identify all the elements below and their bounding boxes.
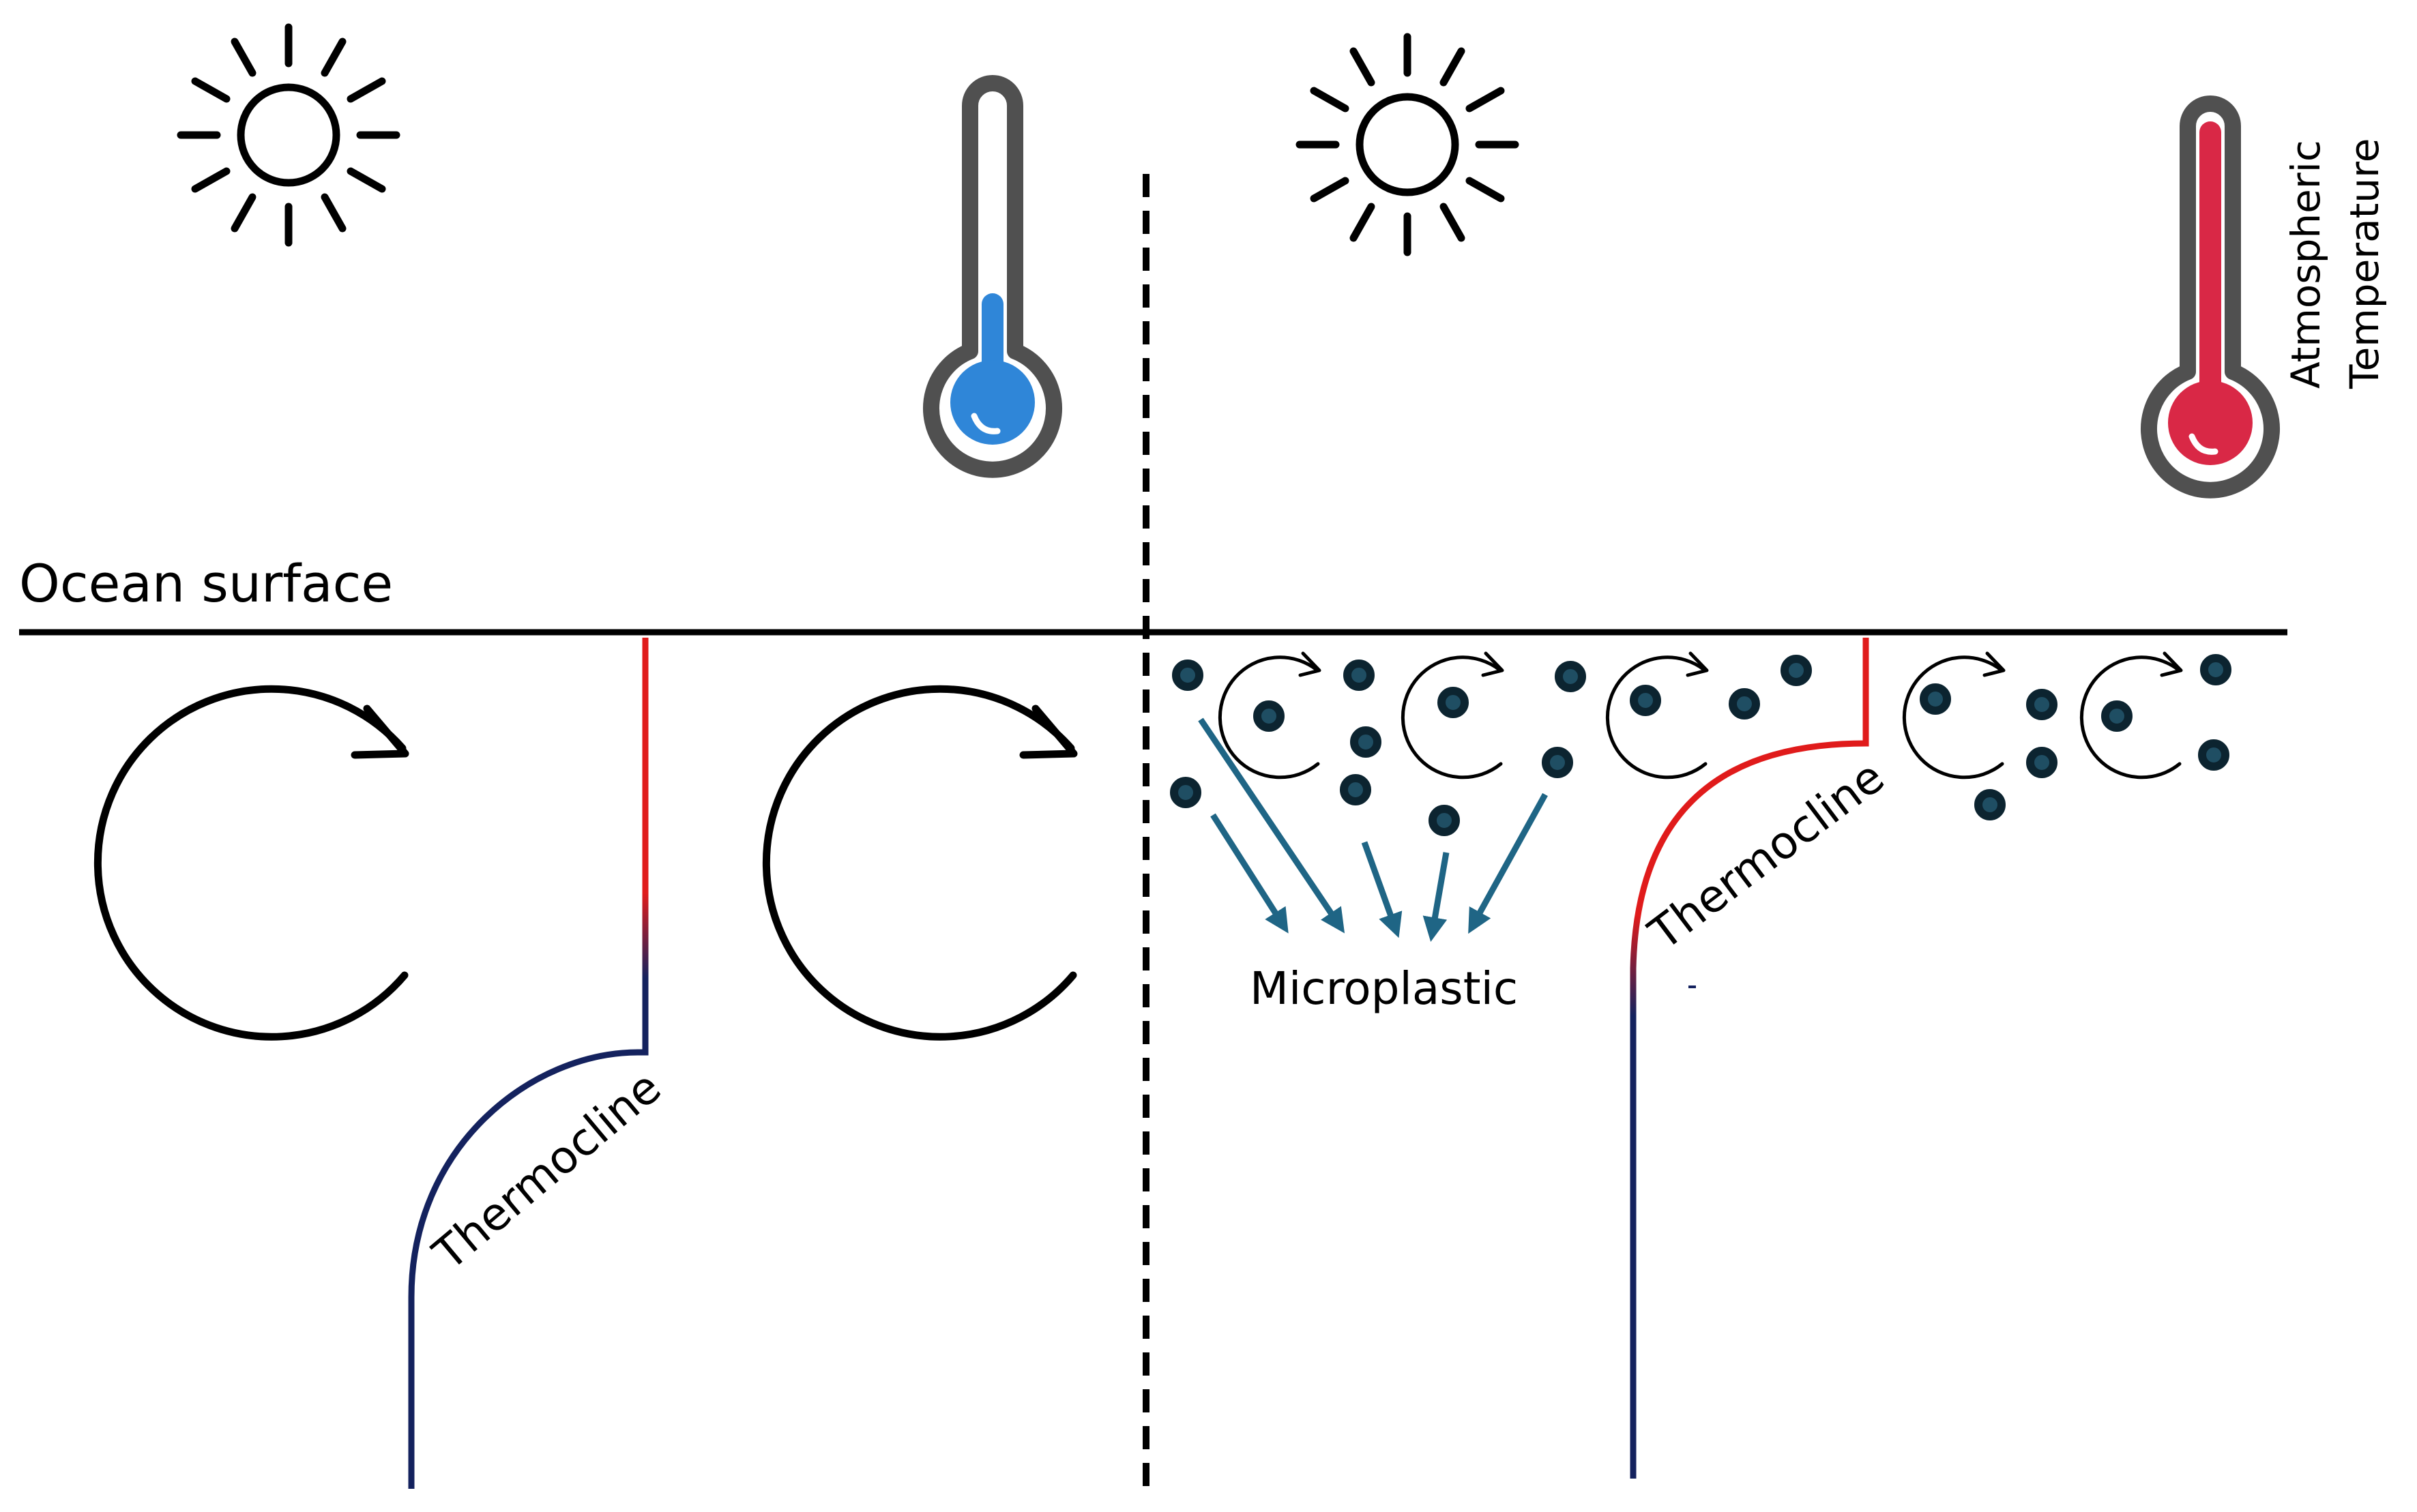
microplastic-particle	[1781, 655, 1812, 686]
small-circulation-arrows	[1218, 651, 2183, 780]
thermocline-label-right: Thermocline	[1639, 750, 1894, 960]
microplastic-particle	[1920, 683, 1951, 715]
microplastic-particle	[1437, 687, 1469, 718]
atmospheric-label-line2: Temperature	[2341, 138, 2388, 389]
atmospheric-label-line1: Atmospheric	[2283, 140, 2329, 389]
circulation-arrow-icon	[762, 685, 1078, 1041]
microplastic-particle	[1170, 777, 1201, 808]
microplastic-particle	[1350, 726, 1381, 758]
microplastic-particle	[1429, 805, 1460, 836]
microplastic-particle	[1343, 659, 1375, 691]
microplastic-particle	[1542, 747, 1573, 778]
microplastic-particles	[1170, 654, 2231, 836]
sinking-arrow	[1210, 813, 1289, 934]
cold-thermometer-icon	[923, 75, 1062, 478]
microplastic-particle	[1630, 685, 1661, 716]
microplastic-particle	[2200, 654, 2231, 685]
circulation-arrow-icon	[1902, 651, 2006, 780]
sinking-arrow	[1198, 717, 1345, 934]
microplastic-particle	[1340, 774, 1371, 805]
microplastic-particle	[2101, 700, 2133, 732]
ocean-surface-label: Ocean surface	[19, 553, 393, 614]
microplastic-particle	[2026, 747, 2057, 778]
circulation-arrow-icon	[1401, 651, 1504, 780]
atmospheric-temperature-label: Atmospheric Temperature	[2283, 138, 2388, 389]
sinking-arrows	[1198, 717, 1548, 942]
microplastic-particle	[1172, 659, 1203, 691]
sinking-arrow	[1422, 852, 1450, 942]
sinking-arrow	[1468, 792, 1548, 934]
microplastic-particle	[1253, 700, 1285, 732]
sinking-arrow	[1361, 841, 1403, 938]
microplastic-particle	[1555, 661, 1586, 692]
circulation-arrow-icon	[1218, 651, 1321, 780]
thermocline-curve-left	[408, 638, 649, 1489]
circulation-arrow-icon	[1605, 651, 1709, 780]
microplastic-particle	[2198, 739, 2229, 771]
microplastic-particle	[1974, 789, 2006, 820]
hot-thermometer-icon	[2141, 95, 2280, 499]
sun-icon	[1295, 33, 1519, 256]
circulation-arrow-icon	[2079, 651, 2183, 780]
microplastic-label: Microplastic	[1250, 962, 1518, 1015]
circulation-arrow-icon	[93, 685, 409, 1041]
thermocline-label-left: Thermocline	[423, 1061, 671, 1281]
microplastic-particle	[2026, 689, 2057, 720]
thermocline-curve-right	[1630, 638, 1869, 1479]
microplastic-particle	[1729, 688, 1760, 720]
sun-icon	[177, 23, 400, 247]
